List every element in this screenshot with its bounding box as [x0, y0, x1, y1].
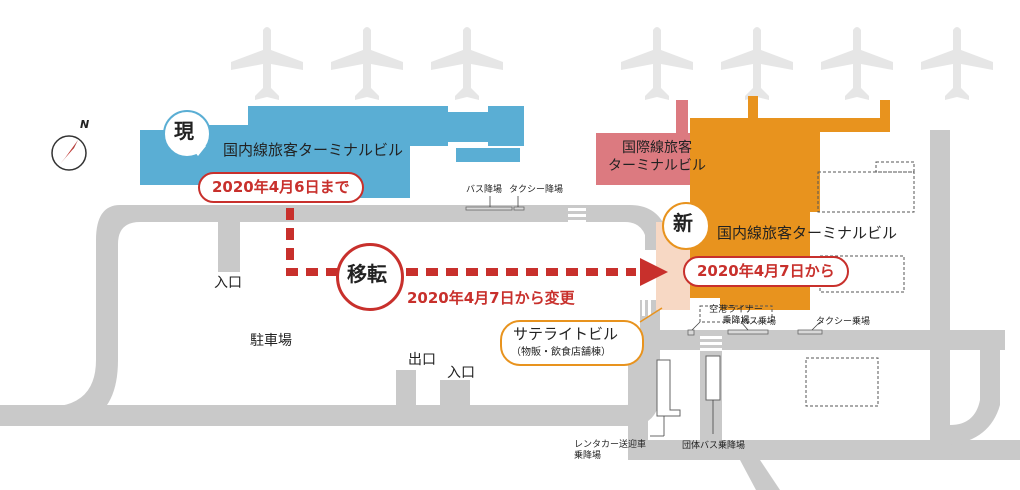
airport-liner-line2: 乗降場 — [722, 316, 750, 327]
airport-liner-line1: 空港ライナー — [709, 305, 763, 315]
group-bus-label: 団体バス乗降場 — [682, 441, 746, 451]
airplane-icon — [921, 27, 993, 100]
road-network — [0, 130, 1020, 490]
satellite-callout-line — [639, 307, 663, 323]
taxi-dropoff-label: タクシー降場 — [509, 185, 564, 195]
entrance-bottom-label: 入口 — [447, 365, 475, 381]
satellite-callout — [500, 320, 644, 366]
international-line1: 国際線旅客 — [622, 140, 692, 156]
airplane-icon — [721, 27, 793, 100]
current-terminal-badge — [163, 110, 211, 158]
satellite-name: サテライトビル — [513, 325, 619, 343]
new-terminal-badge — [662, 202, 710, 250]
airplane-icon — [331, 27, 403, 100]
bus-boarding-label: バス乗場 — [740, 317, 777, 327]
current-badge-tail — [190, 146, 206, 156]
leader-lines — [489, 196, 821, 437]
entrance-left-label: 入口 — [214, 275, 242, 291]
international-pier — [676, 100, 688, 136]
crosswalks — [568, 208, 722, 351]
taxi-boarding-label: タクシー乗場 — [816, 317, 871, 327]
bus-dropoff-label: バス降場 — [466, 185, 503, 195]
relocation-badge — [336, 243, 404, 311]
compass-north-label: N — [80, 118, 90, 131]
new-badge-text: 新 — [673, 211, 693, 235]
relocation-change-date: 2020年4月7日から変更 — [407, 289, 575, 307]
stop-markers — [465, 206, 823, 336]
relocation-badge-text: 移転 — [347, 262, 387, 286]
relocation-route — [286, 208, 668, 286]
rental-car-label: レンタカー送迎車 乗降場 — [574, 440, 664, 463]
rental-line1: レンタカー送迎車 — [574, 440, 647, 450]
rental-area — [656, 355, 721, 417]
airplane-icon — [231, 27, 303, 100]
rental-line2: 乗降場 — [574, 451, 602, 462]
current-terminal-until-badge: 2020年4月6日まで — [198, 172, 364, 203]
satellite-sub: （物販・飲食店舗棟） — [511, 347, 611, 358]
compass-icon — [51, 135, 87, 171]
international-terminal-label: 国際線旅客 ターミナルビル — [596, 140, 718, 175]
new-terminal-name: 国内線旅客ターミナルビル — [717, 224, 898, 242]
parking-label: 駐車場 — [250, 333, 292, 349]
exit-label: 出口 — [408, 352, 436, 368]
airplane-icon — [621, 27, 693, 100]
arrow-head-icon — [640, 258, 668, 286]
new-terminal-from-badge: 2020年4月7日から — [683, 256, 849, 287]
airport-liner-label: 空港ライナー 乗降場 — [696, 305, 776, 328]
airplane-icon — [821, 27, 893, 100]
airplane-icons — [231, 27, 993, 100]
current-terminal-name: 国内線旅客ターミナルビル — [223, 141, 404, 159]
current-badge-text: 現 — [174, 119, 194, 143]
international-line2: ターミナルビル — [608, 157, 706, 174]
airplane-icon — [431, 27, 503, 100]
